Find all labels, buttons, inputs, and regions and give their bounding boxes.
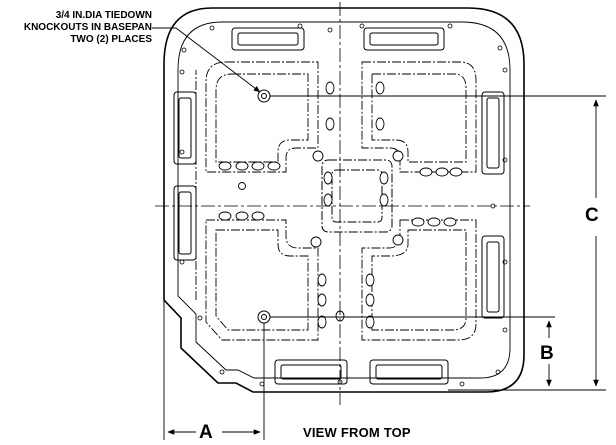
callout-line-2: KNOCKOUTS IN BASEPAN — [23, 22, 152, 33]
dimension-c-label: C — [585, 205, 599, 226]
callout-line-1: 3/4 IN.DIA TIEDOWN — [55, 10, 152, 21]
rib-pattern — [195, 61, 477, 341]
dimension-a-label: A — [199, 422, 213, 443]
center-lines — [155, 2, 530, 405]
dimension-c-lines — [270, 95, 606, 391]
view-caption: VIEW FROM TOP — [303, 425, 411, 440]
center-boss — [321, 159, 393, 233]
basepan-inner-border — [177, 21, 511, 379]
dimension-b-label: B — [540, 343, 554, 364]
basepan-outline — [163, 7, 525, 393]
dimension-b-lines — [270, 316, 555, 387]
perimeter-holes — [179, 23, 508, 387]
tiedown-knockout-lower — [257, 310, 271, 324]
callout-line-3: TWO (2) PLACES — [70, 34, 152, 45]
dimension-a-lines — [163, 300, 265, 440]
tiedown-callout-note: 3/4 IN.DIA TIEDOWN KNOCKOUTS IN BASEPAN … — [2, 10, 152, 46]
rib-bumps — [218, 81, 463, 329]
callout-leader — [152, 27, 261, 93]
